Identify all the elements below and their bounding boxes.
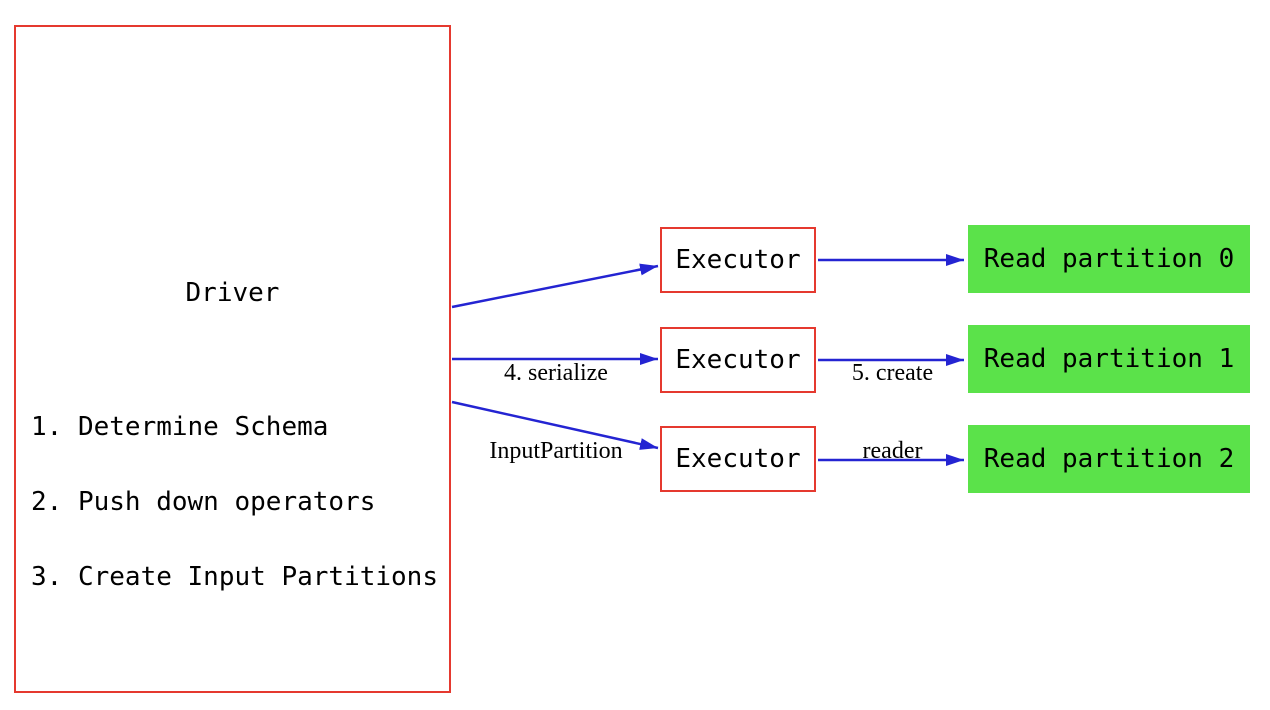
read-partition-box-2: Read partition 2 — [968, 425, 1250, 493]
driver-step: 3. Create Input Partitions — [31, 562, 438, 592]
create-reader-label: 5. create reader — [795, 308, 990, 516]
executor-label: Executor — [675, 345, 801, 375]
read-partition-box-1: Read partition 1 — [968, 325, 1250, 393]
driver-step: 1. Determine Schema — [31, 412, 329, 442]
arrow-driver-to-executor-2 — [451, 400, 659, 450]
executor-box-1: Executor — [660, 327, 816, 393]
read-partition-label: Read partition 0 — [983, 244, 1235, 274]
read-partition-box-0: Read partition 0 — [968, 225, 1250, 293]
executor-box-0: Executor — [660, 227, 816, 293]
create-reader-label-line2: reader — [862, 438, 923, 464]
driver-steps-list: 1. Determine Schema 2. Push down operato… — [31, 365, 438, 640]
serialize-inputpartition-label: 4. serialize InputPartition — [456, 308, 656, 516]
create-reader-label-line1: 5. create — [851, 360, 934, 386]
driver-step: 2. Push down operators — [31, 487, 376, 517]
read-partition-label: Read partition 2 — [983, 444, 1235, 474]
driver-title: Driver — [185, 278, 280, 308]
executor-label: Executor — [675, 444, 801, 474]
read-partition-label: Read partition 1 — [983, 344, 1235, 374]
serialize-label-line2: InputPartition — [489, 438, 623, 464]
arrow-driver-to-executor-0 — [451, 263, 659, 309]
serialize-label-line1: 4. serialize — [504, 360, 608, 386]
driver-box — [14, 25, 451, 693]
executor-label: Executor — [675, 245, 801, 275]
executor-box-2: Executor — [660, 426, 816, 492]
